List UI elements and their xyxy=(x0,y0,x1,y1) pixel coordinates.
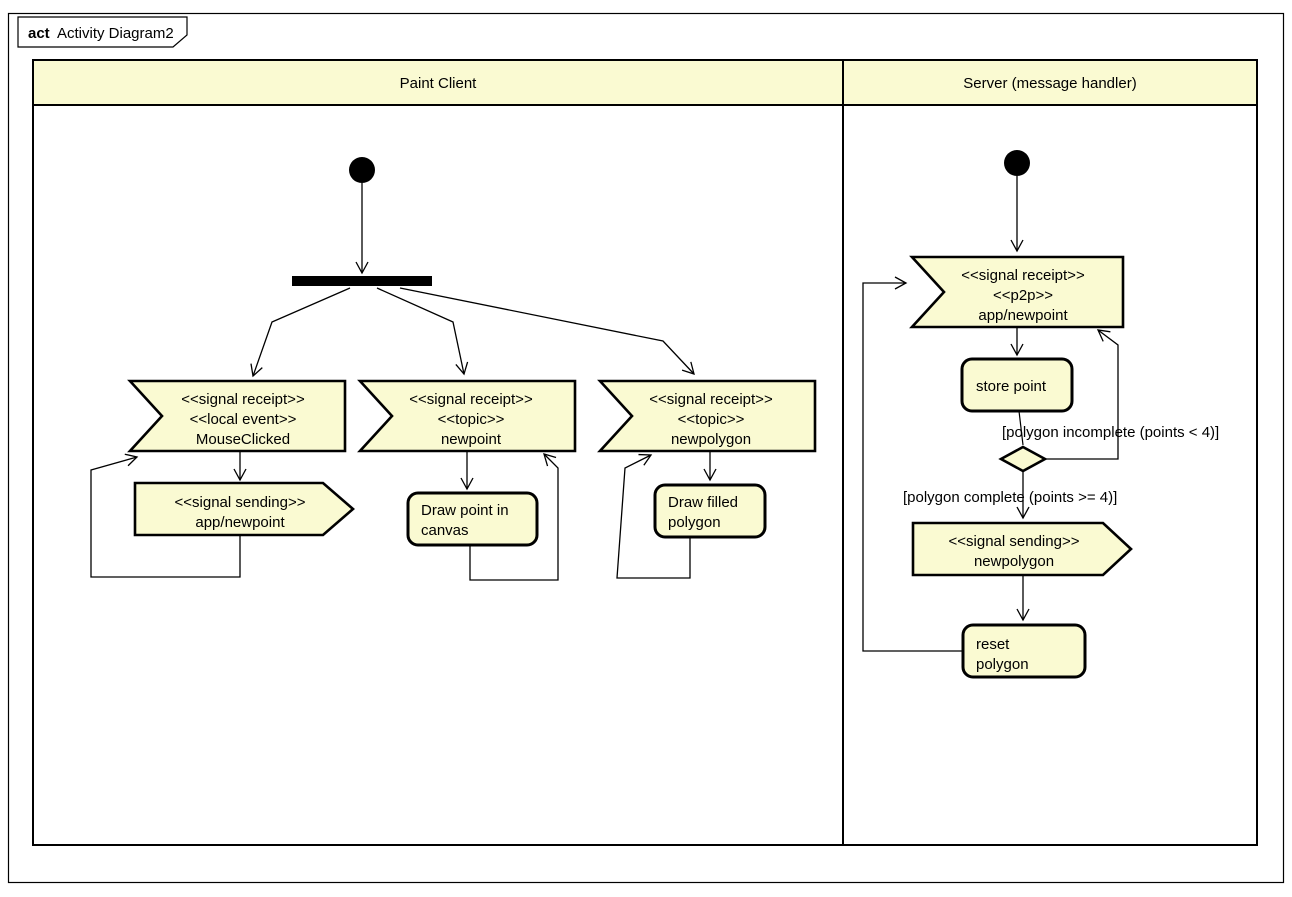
stereotype-label: <<topic>> xyxy=(678,411,745,428)
stereotype-label: <<p2p>> xyxy=(993,287,1053,304)
signal-name-label: newpoint xyxy=(441,431,502,448)
signal-name-label: app/newpoint xyxy=(195,514,285,531)
guard-label-incomplete: [polygon incomplete (points < 4)] xyxy=(1002,424,1219,441)
title-tab-shape xyxy=(17,16,188,48)
lane-title-paint-client: Paint Client xyxy=(400,75,478,92)
stereotype-label: <<signal receipt>> xyxy=(649,391,773,408)
action-shape[interactable] xyxy=(960,357,1074,413)
action-label: Draw filled xyxy=(668,494,738,511)
signal-receipt-newpoint[interactable]: <<signal receipt>> <<topic>> newpoint xyxy=(357,379,577,453)
signal-sending-shape[interactable] xyxy=(133,481,355,537)
signal-receipt-shape[interactable] xyxy=(597,379,817,453)
guard-label-complete: [polygon complete (points >= 4)] xyxy=(903,489,1117,506)
signal-receipt-p2p-app-newpoint[interactable]: <<signal receipt>> <<p2p>> app/newpoint xyxy=(909,255,1125,329)
action-label: reset xyxy=(976,636,1010,653)
signal-name-label: newpolygon xyxy=(974,553,1054,570)
edge-fork-to-newpolygon xyxy=(399,287,695,375)
edge-reset-loop-to-receipt xyxy=(862,276,963,652)
signal-sending-shape[interactable] xyxy=(911,521,1133,577)
lane-header-server-bg xyxy=(844,61,1256,104)
diagram-title-tab: act Activity Diagram2 xyxy=(17,16,188,48)
lane-title-server: Server (message handler) xyxy=(963,75,1136,92)
decision-diamond[interactable] xyxy=(998,445,1048,473)
action-shape[interactable] xyxy=(406,491,539,547)
signal-name-label: app/newpoint xyxy=(978,307,1068,324)
action-label: polygon xyxy=(668,514,721,531)
signal-receipt-mouseclicked[interactable]: <<signal receipt>> <<local event>> Mouse… xyxy=(127,379,347,453)
stereotype-label: <<signal receipt>> xyxy=(181,391,305,408)
initial-node-server[interactable] xyxy=(1004,150,1030,176)
signal-sending-app-newpoint[interactable]: <<signal sending>> app/newpoint xyxy=(133,481,355,537)
signal-name-label: newpolygon xyxy=(671,431,751,448)
edge-drawpolygon-loop-to-newpolygon xyxy=(616,453,691,579)
stereotype-label: <<local event>> xyxy=(190,411,297,428)
swimlane-table-border xyxy=(32,59,1258,846)
action-reset-polygon[interactable]: reset polygon xyxy=(961,623,1087,679)
action-label: store point xyxy=(976,378,1047,395)
diagram-title: Activity Diagram2 xyxy=(57,25,174,42)
page-border xyxy=(7,12,1285,884)
action-label: canvas xyxy=(421,522,469,539)
edge-fork-to-mouseclicked xyxy=(250,287,351,378)
edge-storepoint-to-decision xyxy=(1018,410,1024,446)
action-label: polygon xyxy=(976,656,1029,673)
stereotype-label: <<signal sending>> xyxy=(175,494,306,511)
initial-node-paint-client[interactable] xyxy=(349,157,375,183)
stereotype-label: <<signal sending>> xyxy=(949,533,1080,550)
signal-name-label: MouseClicked xyxy=(196,431,290,448)
action-store-point[interactable]: store point xyxy=(960,357,1074,413)
fork-bar[interactable] xyxy=(292,276,432,286)
action-draw-filled-polygon[interactable]: Draw filled polygon xyxy=(653,483,767,539)
edge-drawpoint-loop-to-newpoint xyxy=(469,453,559,581)
stereotype-label: <<topic>> xyxy=(438,411,505,428)
edge-decision-loop-to-receipt xyxy=(1045,329,1119,460)
edge-send-loop-to-mouseclicked xyxy=(90,453,241,578)
edge-fork-to-newpoint xyxy=(376,287,469,376)
signal-receipt-shape[interactable] xyxy=(127,379,347,453)
stereotype-label: <<signal receipt>> xyxy=(961,267,1085,284)
signal-sending-newpolygon[interactable]: <<signal sending>> newpolygon xyxy=(911,521,1133,577)
action-draw-point-in-canvas[interactable]: Draw point in canvas xyxy=(406,491,539,547)
signal-receipt-newpolygon[interactable]: <<signal receipt>> <<topic>> newpolygon xyxy=(597,379,817,453)
diagram-kind-keyword: act xyxy=(28,25,50,42)
stereotype-label: <<signal receipt>> xyxy=(409,391,533,408)
action-label: Draw point in xyxy=(421,502,509,519)
lane-header-paint-client-bg xyxy=(34,61,842,104)
action-shape[interactable] xyxy=(653,483,767,539)
